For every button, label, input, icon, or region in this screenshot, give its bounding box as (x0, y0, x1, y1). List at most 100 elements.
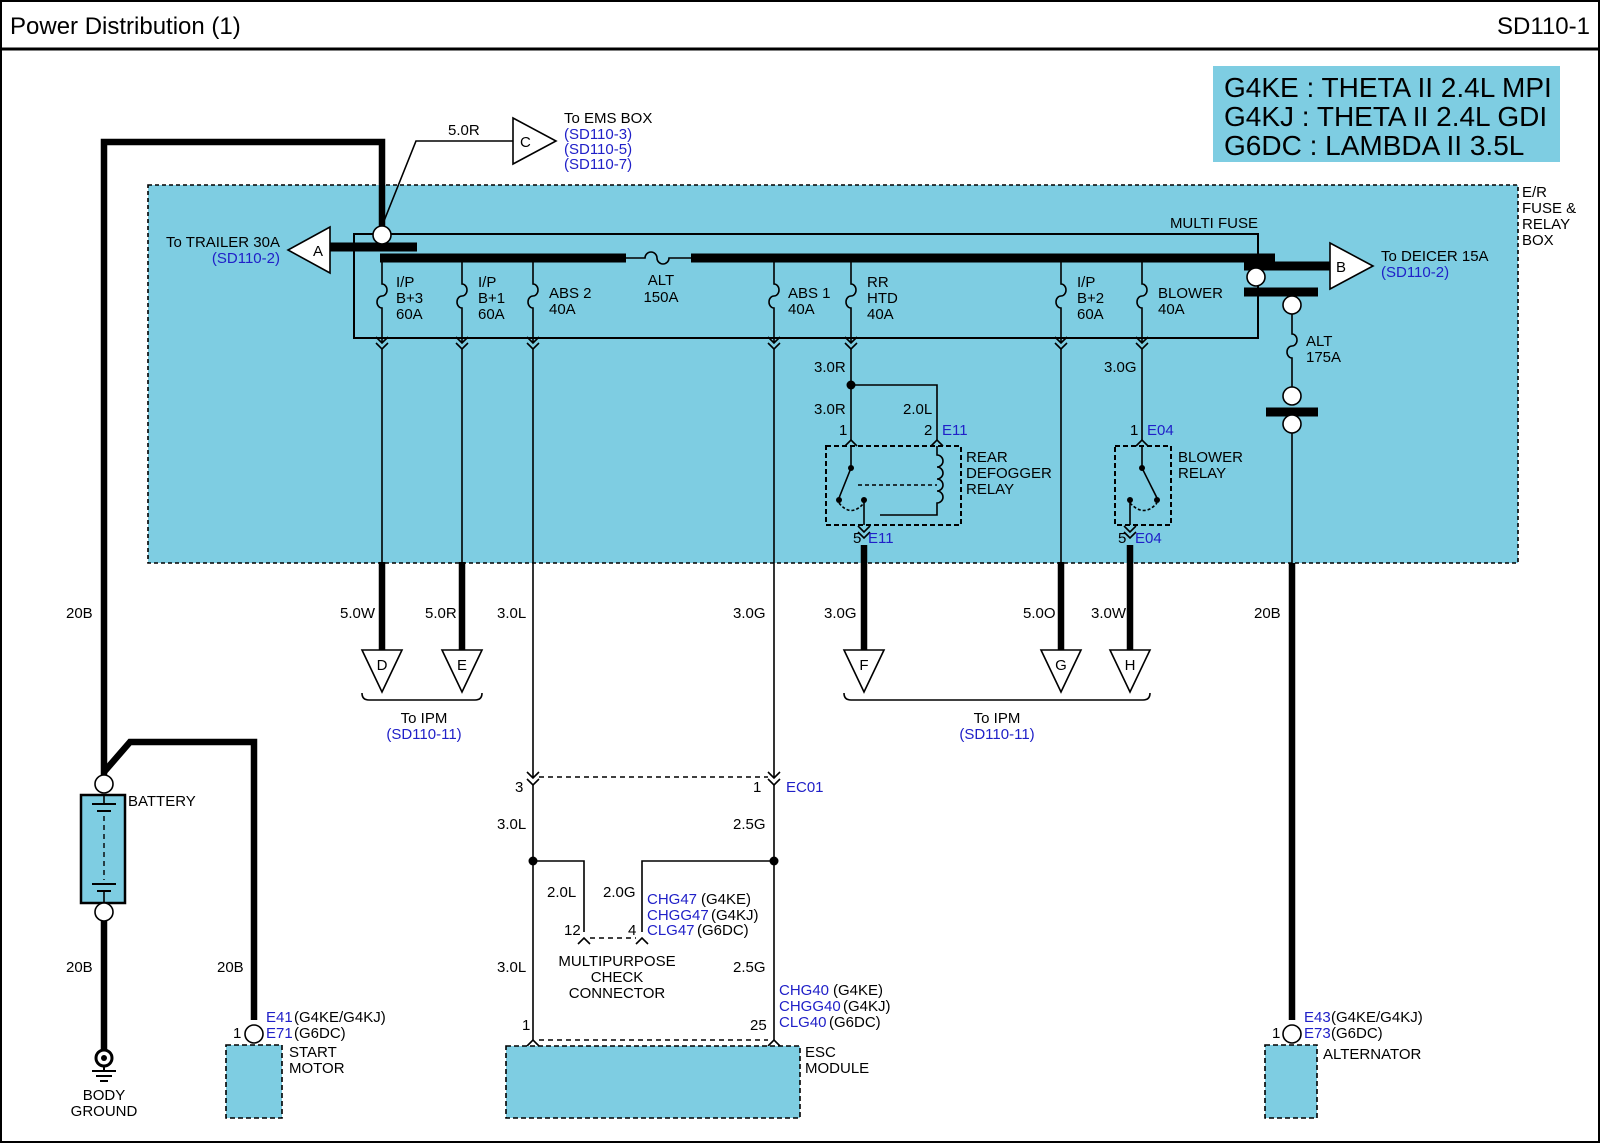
deicer-label: To DEICER 15A (1381, 248, 1489, 265)
alternator-code[interactable]: E43 (1304, 1009, 1331, 1026)
output-connector-g: G (1039, 649, 1083, 694)
ipm-ref[interactable]: (SD110-11) (386, 726, 461, 743)
box-label: FUSE & (1522, 200, 1576, 217)
pin-mark (844, 438, 944, 447)
output-connector-h: H (1108, 649, 1152, 694)
rear-relay-internals (836, 446, 944, 525)
trailer-ref[interactable]: (SD110-2) (212, 250, 280, 267)
esc-code[interactable]: CHG40 (779, 982, 829, 999)
wire-label: 5.0R (425, 605, 457, 622)
fuse-label: HTD (867, 290, 898, 307)
alternator-name: ALTERNATOR (1323, 1046, 1422, 1063)
check-connector-name: CHECK (591, 969, 644, 986)
fuse-label: RR (867, 274, 889, 291)
trailer-label: To TRAILER 30A (166, 234, 280, 251)
check-code[interactable]: CHGG47 (647, 907, 709, 924)
battery-feed-wire (100, 138, 386, 780)
connector-letter: C (520, 134, 531, 151)
ems-label: To EMS BOX (564, 110, 652, 127)
relay-pin: 1 (839, 422, 847, 439)
esc-code[interactable]: CHGG40 (779, 998, 841, 1015)
connector-letter: A (313, 243, 323, 260)
pin-mark (1123, 525, 1137, 540)
fuse-label: B+3 (396, 290, 423, 307)
fuse-label: ABS 2 (549, 285, 592, 302)
wire-label: 5.0W (340, 605, 376, 622)
ipm-label: To IPM (401, 710, 448, 727)
fuse-label: B+2 (1077, 290, 1104, 307)
connector-letter: H (1125, 657, 1136, 674)
wire-label: 3.0R (814, 401, 846, 418)
starter-name: START (289, 1044, 337, 1061)
connector-code[interactable]: E11 (942, 422, 968, 439)
connector-pin: 25 (750, 1017, 767, 1034)
wire-check-right (641, 860, 774, 932)
wire-label: 3.0L (497, 816, 526, 833)
check-code[interactable]: CHG47 (647, 891, 697, 908)
battery-terminal (94, 902, 114, 922)
ipm-label: To IPM (974, 710, 1021, 727)
fuse-terminal (1282, 414, 1302, 434)
check-engine: (G4KJ) (711, 907, 759, 924)
start-motor (225, 1044, 283, 1119)
engine-line: G4KE : THETA II 2.4L MPI (1224, 72, 1552, 103)
connector-code[interactable]: EC01 (786, 779, 824, 796)
wire-label: 5.0O (1023, 605, 1056, 622)
connector-pin: 4 (628, 922, 636, 939)
relay-name: BLOWER (1178, 449, 1243, 466)
fuse-label: ALT (648, 272, 674, 289)
fuse-label: I/P (1077, 274, 1095, 291)
starter-engine: (G4KE/G4KJ) (294, 1009, 386, 1026)
wire-label: 2.0L (903, 401, 932, 418)
fuse-label: 40A (549, 301, 576, 318)
starter-code[interactable]: E71 (266, 1025, 293, 1042)
page-title: Power Distribution (1) (10, 13, 241, 40)
wire-label: 2.0G (603, 884, 636, 901)
check-connector-pins (577, 936, 649, 945)
battery-cells (92, 795, 116, 903)
connector-b (1329, 241, 1375, 291)
fuse-label: 175A (1306, 349, 1341, 366)
fuse-label: ABS 1 (788, 285, 831, 302)
relay-name: DEFOGGER (966, 465, 1052, 482)
fuse-terminal (1282, 295, 1302, 315)
alternator-code[interactable]: E73 (1304, 1025, 1331, 1042)
connector-letter: E (457, 657, 467, 674)
relay-pin: 5 (853, 530, 861, 547)
relay-pin: 2 (924, 422, 932, 439)
connector-code[interactable]: E11 (868, 530, 894, 547)
fuse-label: 40A (867, 306, 894, 323)
check-code[interactable]: CLG47 (647, 922, 695, 939)
ipm-ref[interactable]: (SD110-11) (959, 726, 1034, 743)
fuse-label: B+1 (478, 290, 505, 307)
wire-label: 5.0R (448, 122, 480, 139)
connector-pin: 12 (564, 922, 581, 939)
fuse-terminal (1246, 267, 1266, 287)
ems-ref[interactable]: (SD110-7) (564, 156, 632, 173)
relay-name: RELAY (1178, 465, 1226, 482)
connector-pin: 1 (1272, 1025, 1280, 1042)
ground-icon (92, 1048, 116, 1082)
fuse-label: 150A (643, 289, 678, 306)
relay-name: RELAY (966, 481, 1014, 498)
fuse-label: I/P (396, 274, 414, 291)
esc-code[interactable]: CLG40 (779, 1014, 827, 1031)
battery-terminal (94, 774, 114, 794)
esc-module (505, 1045, 801, 1119)
wire-label: 3.0L (497, 605, 526, 622)
ems-ref[interactable]: (SD110-3) (564, 126, 632, 143)
deicer-ref[interactable]: (SD110-2) (1381, 264, 1449, 281)
relay-name: REAR (966, 449, 1008, 466)
fuse-label: 60A (396, 306, 423, 323)
esc-name: MODULE (805, 1060, 869, 1077)
starter-code[interactable]: E41 (266, 1009, 293, 1026)
starter-feed-wire (101, 738, 258, 1020)
splice-node (372, 225, 392, 245)
ems-ref[interactable]: (SD110-5) (564, 141, 632, 158)
multi-fuse-label: MULTI FUSE (1170, 215, 1258, 232)
pin-mark (857, 525, 871, 540)
connector-code[interactable]: E04 (1135, 530, 1162, 547)
wire-label: 3.0G (733, 605, 766, 622)
connector-code[interactable]: E04 (1147, 422, 1174, 439)
